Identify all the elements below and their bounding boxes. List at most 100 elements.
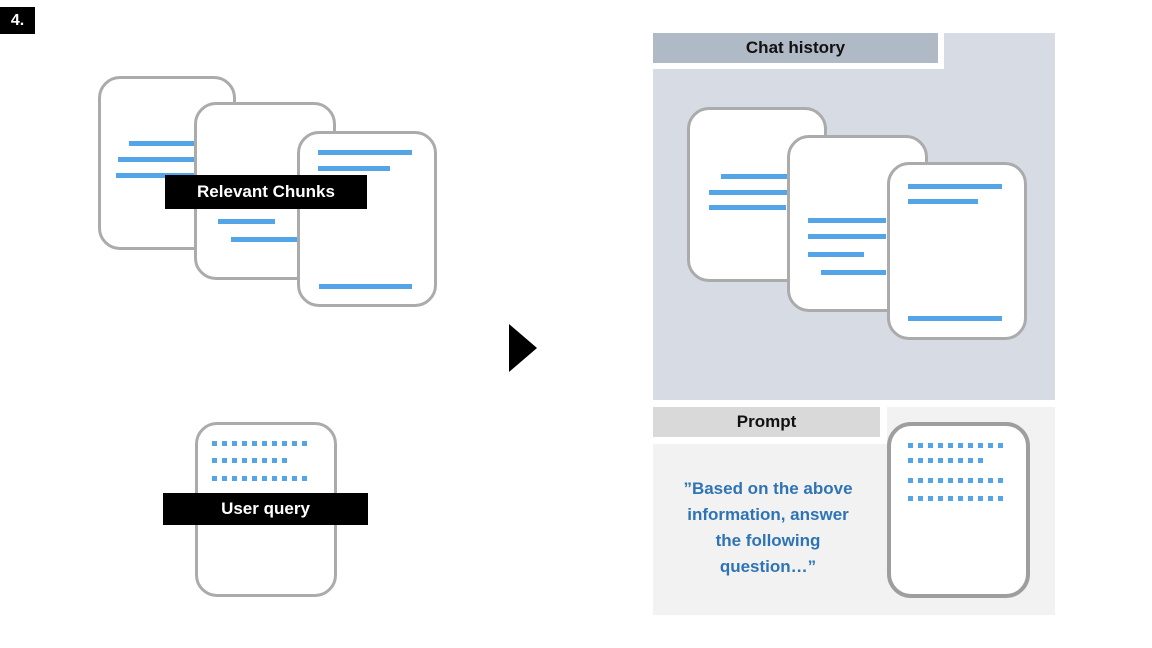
dot xyxy=(928,478,933,483)
dot xyxy=(212,476,217,481)
dot xyxy=(968,478,973,483)
dot xyxy=(302,476,307,481)
dot xyxy=(988,496,993,501)
dot xyxy=(282,441,287,446)
dot xyxy=(242,441,247,446)
dot xyxy=(272,476,277,481)
chat-history-header: Chat history xyxy=(653,33,944,69)
dot xyxy=(968,458,973,463)
dot xyxy=(908,458,913,463)
dot xyxy=(262,476,267,481)
dot xyxy=(302,441,307,446)
dot xyxy=(978,443,983,448)
dot xyxy=(252,476,257,481)
dot xyxy=(908,496,913,501)
dotted-text-row xyxy=(908,458,983,463)
text-line xyxy=(709,190,787,195)
text-line xyxy=(218,219,275,224)
text-line xyxy=(116,173,195,178)
right-arrow-icon xyxy=(509,324,537,372)
document-card xyxy=(887,162,1027,340)
dot xyxy=(978,458,983,463)
document-card xyxy=(297,131,437,307)
dot xyxy=(918,458,923,463)
dot xyxy=(928,496,933,501)
dot xyxy=(948,478,953,483)
dot xyxy=(958,443,963,448)
text-line xyxy=(908,199,978,204)
dot xyxy=(928,443,933,448)
dot xyxy=(938,478,943,483)
dot xyxy=(938,458,943,463)
dot xyxy=(272,441,277,446)
user-query-label: User query xyxy=(163,493,368,525)
relevant-chunks-label: Relevant Chunks xyxy=(165,175,367,209)
dotted-text-row xyxy=(908,443,1003,448)
dot xyxy=(252,441,257,446)
dot xyxy=(928,458,933,463)
text-line xyxy=(318,166,390,171)
text-line xyxy=(318,150,412,155)
dot xyxy=(272,458,277,463)
text-line xyxy=(709,205,786,210)
text-line xyxy=(319,284,412,289)
dot xyxy=(212,441,217,446)
dot xyxy=(252,458,257,463)
dot xyxy=(222,476,227,481)
dot xyxy=(292,441,297,446)
dot xyxy=(232,476,237,481)
dot xyxy=(958,496,963,501)
text-line xyxy=(808,218,886,223)
dot xyxy=(938,496,943,501)
dot xyxy=(968,443,973,448)
dot xyxy=(212,458,217,463)
step-number-badge: 4. xyxy=(0,7,35,34)
dot xyxy=(918,496,923,501)
dot xyxy=(232,458,237,463)
dot xyxy=(908,443,913,448)
text-line xyxy=(129,141,195,146)
dot xyxy=(978,496,983,501)
prompt-query-card xyxy=(887,422,1030,598)
dot xyxy=(232,441,237,446)
text-line xyxy=(721,174,787,179)
dot xyxy=(988,443,993,448)
text-line xyxy=(821,270,886,275)
dotted-text-row xyxy=(212,476,307,481)
dot xyxy=(222,458,227,463)
dot xyxy=(908,478,913,483)
dot xyxy=(242,458,247,463)
dot xyxy=(918,443,923,448)
text-line xyxy=(908,316,1002,321)
dot xyxy=(998,496,1003,501)
dot xyxy=(978,478,983,483)
dotted-text-row xyxy=(908,496,1003,501)
dot xyxy=(948,496,953,501)
dot xyxy=(918,478,923,483)
prompt-quote-text: ”Based on the above information, answer … xyxy=(683,479,853,576)
dot xyxy=(262,458,267,463)
dot xyxy=(282,458,287,463)
dot xyxy=(242,476,247,481)
dot xyxy=(222,441,227,446)
dot xyxy=(948,443,953,448)
text-line xyxy=(908,184,1002,189)
dotted-text-row xyxy=(908,478,1003,483)
dot xyxy=(958,458,963,463)
text-line xyxy=(808,234,886,239)
dot xyxy=(968,496,973,501)
prompt-header: Prompt xyxy=(653,407,887,444)
dot xyxy=(262,441,267,446)
dot xyxy=(948,458,953,463)
dot xyxy=(998,443,1003,448)
dotted-text-row xyxy=(212,441,307,446)
dot xyxy=(938,443,943,448)
dot xyxy=(958,478,963,483)
dot xyxy=(998,478,1003,483)
dot xyxy=(292,476,297,481)
text-line xyxy=(231,237,297,242)
text-line xyxy=(118,157,195,162)
dotted-text-row xyxy=(212,458,287,463)
dot xyxy=(282,476,287,481)
